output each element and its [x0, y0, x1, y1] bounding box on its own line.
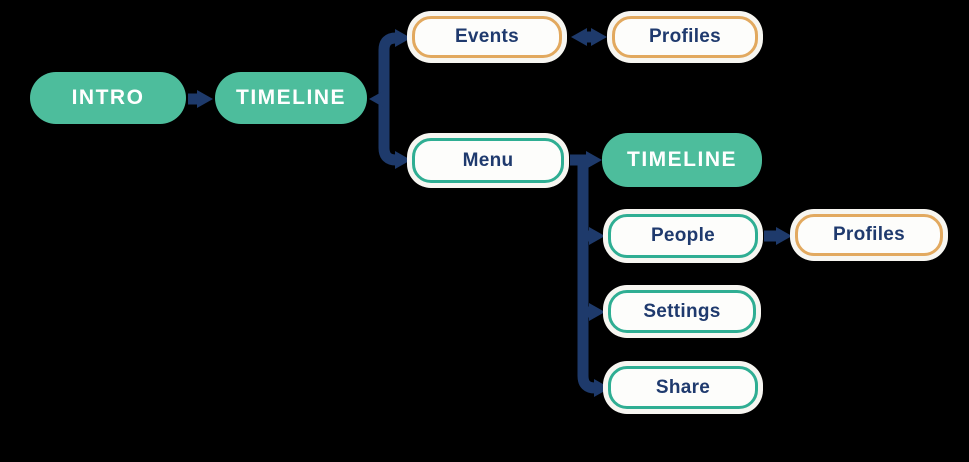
node-timeline-2-label: TIMELINE	[627, 148, 737, 171]
node-share: Share	[608, 366, 758, 409]
edge-menu-share-trunk	[577, 160, 610, 397]
node-events: Events	[412, 16, 562, 58]
node-events-label: Events	[454, 26, 520, 47]
edge-timeline-events	[378, 29, 411, 100]
node-people: People	[608, 214, 758, 258]
node-intro-label: INTRO	[71, 86, 145, 109]
node-profiles-2: Profiles	[795, 214, 943, 256]
node-timeline-1-label: TIMELINE	[236, 86, 346, 109]
node-share-label: Share	[655, 376, 711, 398]
node-settings: Settings	[608, 290, 756, 333]
node-people-label: People	[650, 225, 716, 246]
node-settings-label: Settings	[643, 300, 721, 322]
node-menu: Menu	[412, 138, 564, 183]
node-profiles-1-label: Profiles	[648, 26, 722, 47]
node-menu-label: Menu	[462, 149, 514, 171]
node-profiles-1: Profiles	[612, 16, 758, 58]
node-timeline-1: TIMELINE	[215, 72, 367, 124]
node-timeline-2: TIMELINE	[602, 133, 762, 187]
node-intro: INTRO	[30, 72, 186, 124]
node-profiles-2-label: Profiles	[832, 224, 906, 245]
edge-timeline-menu	[378, 98, 411, 169]
